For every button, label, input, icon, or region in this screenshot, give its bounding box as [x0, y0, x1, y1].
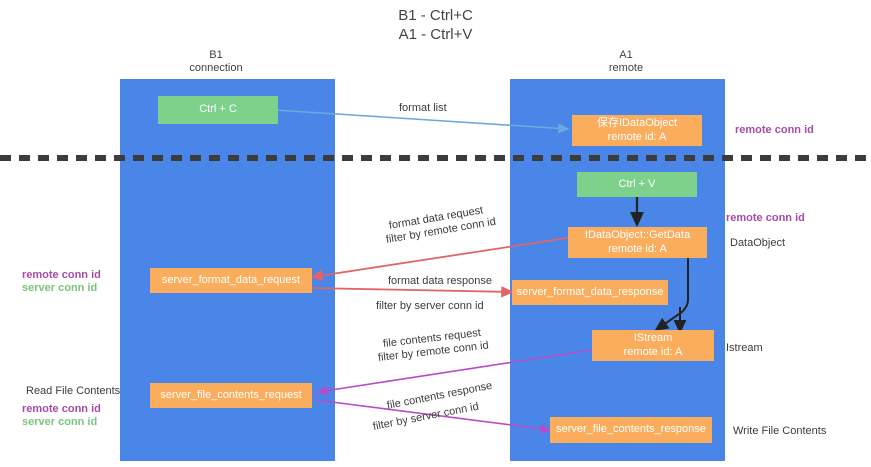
annotation-left-remote-conn-id: remote conn id	[22, 269, 101, 281]
node-server-format-data-request[interactable]: server_format_data_request	[150, 268, 312, 293]
node-server-file-contents-request[interactable]: server_file_contents_request	[150, 383, 312, 408]
edge-label-format-data-response: format data response	[388, 275, 492, 287]
node-istream[interactable]: IStream remote id: A	[592, 330, 714, 361]
filter-prefix: filter by	[371, 413, 412, 433]
node-save-idataobject-line1: 保存IDataObject	[596, 117, 678, 129]
node-istream-line1: IStream	[633, 332, 673, 344]
column-header-b1-name: B1	[209, 49, 223, 61]
page-title: B1 - Ctrl+C A1 - Ctrl+V	[0, 6, 871, 44]
edge-label-format-list: format list	[399, 102, 447, 114]
annotation-right-top-remote-conn-id: remote conn id	[735, 124, 814, 136]
node-server-file-contents-response[interactable]: server_file_contents_response	[550, 417, 712, 443]
edge-format-data-response	[309, 286, 514, 298]
node-idataobject-getdata[interactable]: IDataObject::GetData remote id: A	[568, 227, 707, 258]
annotation-right-dataobject: DataObject	[730, 237, 786, 249]
node-istream-line2: remote id: A	[623, 345, 683, 358]
annotation-right-istream: Istream	[726, 342, 763, 354]
node-ctrl-c-label: Ctrl + C	[199, 103, 237, 116]
column-header-a1: A1 remote	[546, 49, 706, 75]
edge-label-format-data-response-filter: filter by server conn id	[376, 299, 484, 313]
column-header-b1: B1 connection	[136, 49, 296, 75]
node-server-file-contents-response-label: server_file_contents_response	[556, 423, 706, 436]
node-idataobject-getdata-line1: IDataObject::GetData	[584, 229, 691, 241]
annotation-right-write-file-contents: Write File Contents	[733, 425, 827, 437]
filter-prefix: filter by	[376, 300, 415, 312]
node-idataobject-getdata-line2: remote id: A	[608, 242, 667, 255]
node-ctrl-v[interactable]: Ctrl + V	[577, 172, 697, 197]
annotation-right-mid-remote-conn-id: remote conn id	[726, 212, 805, 224]
annotation-left-bottom-server-conn-id: server conn id	[22, 416, 98, 428]
title-line-2: A1 - Ctrl+V	[398, 26, 473, 43]
node-ctrl-v-label: Ctrl + V	[618, 177, 656, 190]
annotation-left-server-conn-id: server conn id	[22, 282, 98, 294]
title-line-1: B1 - Ctrl+C	[398, 7, 473, 24]
node-server-format-data-response[interactable]: server_format_data_response	[512, 280, 668, 305]
node-save-idataobject-line2: remote id: A	[607, 130, 667, 143]
filter-key-server-conn-id: server conn id	[414, 300, 484, 312]
column-header-b1-role: connection	[189, 62, 243, 74]
annotation-left-read-file-contents: Read File Contents	[26, 385, 121, 397]
filter-prefix: filter by	[377, 347, 417, 364]
node-server-format-data-response-label: server_format_data_response	[516, 285, 664, 298]
annotation-left-bottom-remote-conn-id: remote conn id	[22, 403, 101, 415]
node-server-format-data-request-label: server_format_data_request	[161, 273, 301, 286]
node-ctrl-c[interactable]: Ctrl + C	[158, 96, 278, 124]
column-header-a1-role: remote	[608, 62, 644, 74]
phase-separator	[0, 155, 871, 161]
column-header-a1-name: A1	[619, 49, 633, 61]
node-server-file-contents-request-label: server_file_contents_request	[160, 388, 302, 401]
node-save-idataobject[interactable]: 保存IDataObject remote id: A	[572, 115, 702, 146]
